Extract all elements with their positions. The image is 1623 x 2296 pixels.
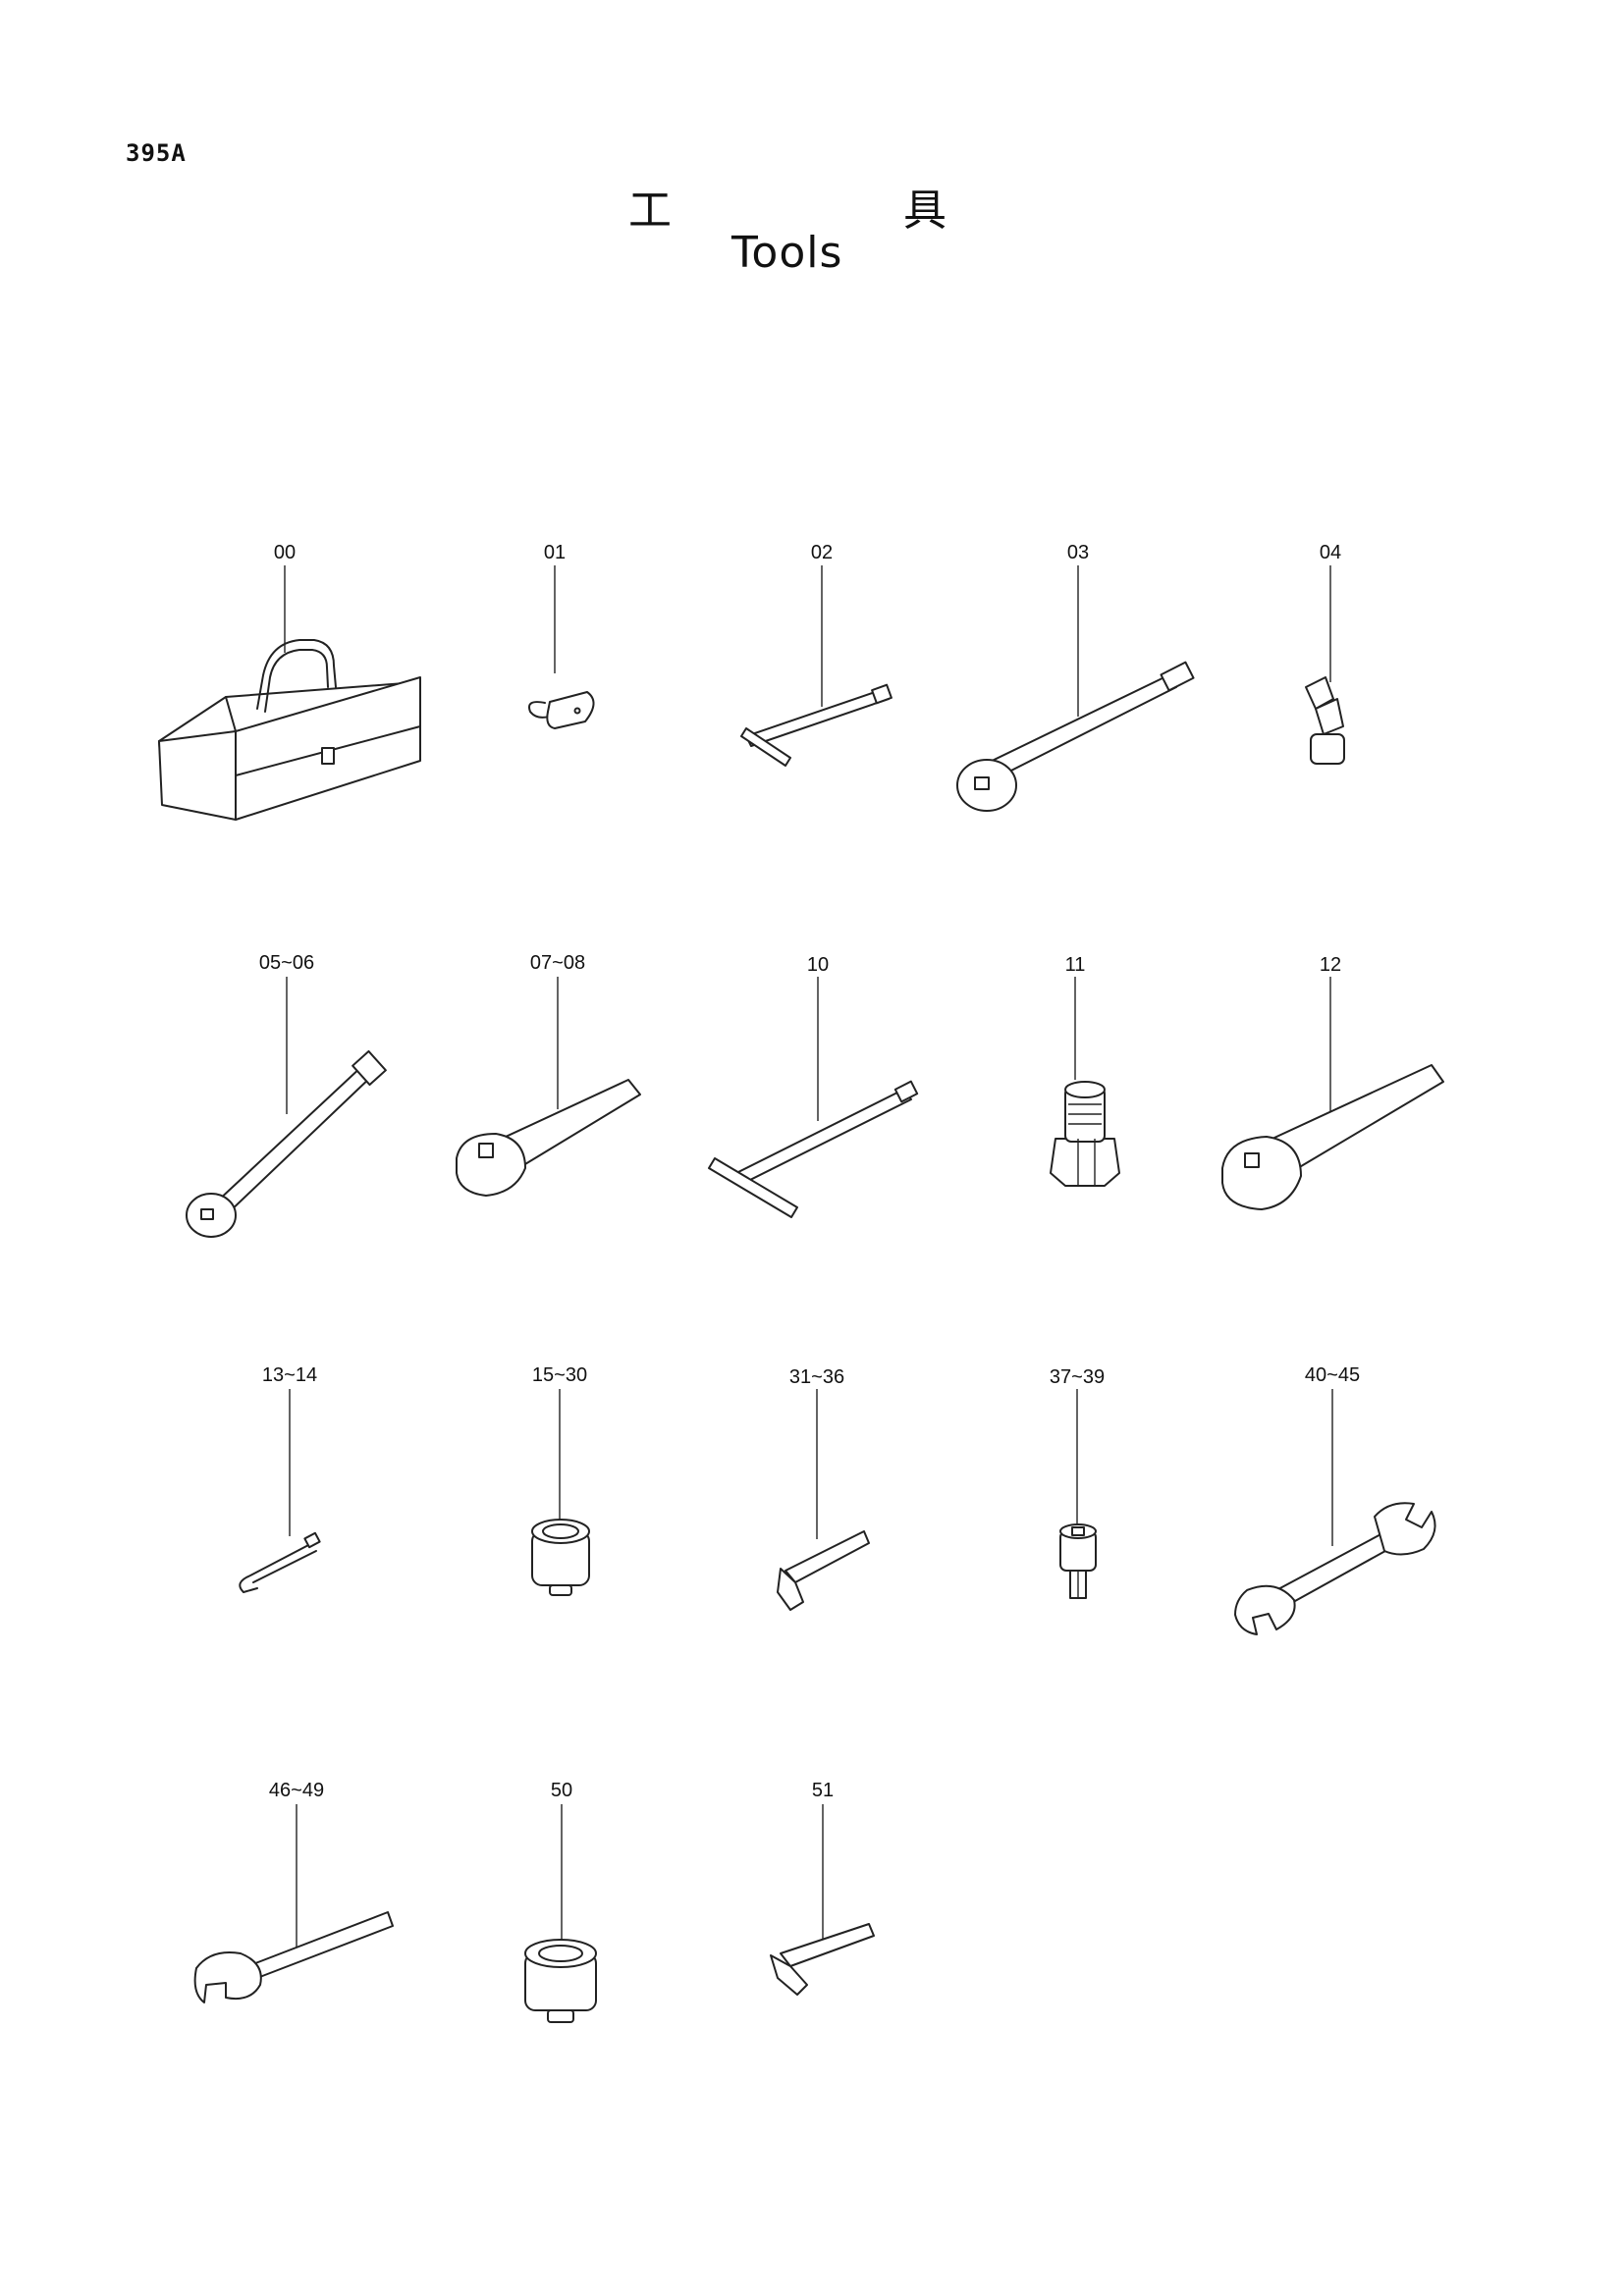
part-ref-label: 46~49	[268, 1780, 325, 1801]
box-wrench-bar-icon	[956, 661, 1195, 812]
part-ref-label: 02	[810, 542, 834, 563]
universal-joint-icon	[1305, 676, 1345, 765]
part-ref-label: 31~36	[788, 1366, 845, 1388]
t-handle-wrench-icon	[708, 1080, 919, 1218]
part-ref-label: 04	[1319, 542, 1342, 563]
part-ref-label: 51	[811, 1780, 835, 1801]
part-ref-label: 40~45	[1304, 1364, 1361, 1386]
page-number: 395A	[126, 139, 187, 167]
leader-lines	[284, 565, 1333, 1953]
l-key-icon	[239, 1531, 321, 1593]
title-english: Tools	[731, 228, 843, 278]
part-ref-label: 50	[550, 1780, 573, 1801]
part-ref-label: 03	[1066, 542, 1090, 563]
part-ref-label: 10	[806, 954, 830, 976]
hex-key-icon	[770, 1923, 875, 1996]
part-ref-label: 12	[1319, 954, 1342, 976]
part-ref-label: 05~06	[258, 952, 315, 974]
title-japanese-char-1: 工	[628, 186, 672, 236]
box-wrench-bar-icon	[186, 1049, 387, 1238]
ratchet-handle-icon	[1221, 1064, 1444, 1210]
adapter-nut-icon	[1050, 1081, 1120, 1187]
socket-icon	[524, 1939, 597, 2023]
title-japanese-char-2: 具	[903, 186, 947, 236]
key-icon	[528, 691, 595, 729]
part-ref-label: 07~08	[529, 952, 586, 974]
hex-key-icon	[777, 1530, 870, 1611]
part-ref-label: 13~14	[261, 1364, 318, 1386]
socket-icon	[531, 1519, 590, 1596]
double-open-end-wrench-icon	[1234, 1502, 1436, 1635]
t-handle-wrench-icon	[740, 683, 893, 767]
part-ref-label: 15~30	[531, 1364, 588, 1386]
part-ref-label: 01	[543, 542, 567, 563]
toolbox-icon	[158, 639, 421, 821]
part-ref-label: 11	[1064, 954, 1086, 976]
bit-socket-icon	[1059, 1523, 1097, 1599]
ratchet-handle-icon	[456, 1079, 641, 1197]
single-open-end-wrench-icon	[193, 1911, 394, 2003]
part-ref-label: 37~39	[1049, 1366, 1106, 1388]
part-ref-label: 00	[273, 542, 297, 563]
